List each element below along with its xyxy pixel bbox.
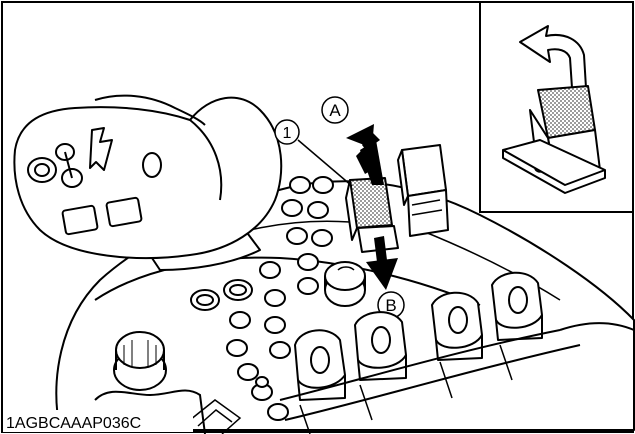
figure-code: 1AGBCAAAP036C [6, 415, 141, 432]
arrow-a-label: A [329, 101, 341, 120]
arrow-b-label: B [385, 296, 396, 315]
inset-detail [480, 2, 633, 212]
callout-1-label: 1 [283, 125, 292, 142]
rotary-knob [325, 262, 365, 306]
